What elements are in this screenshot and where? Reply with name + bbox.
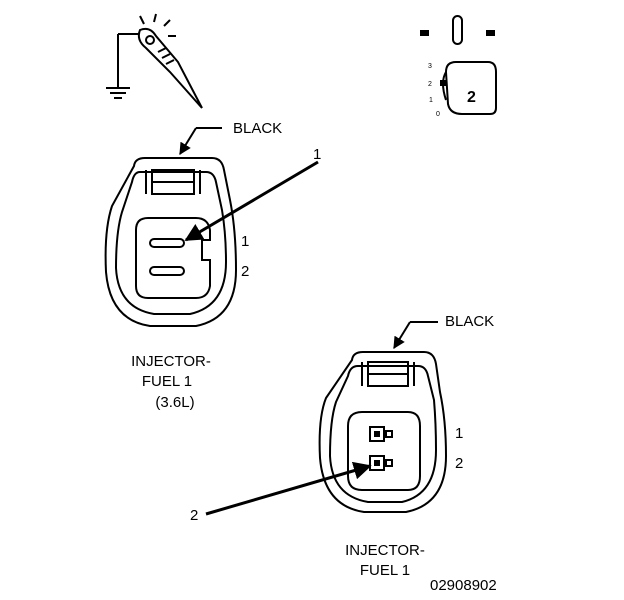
connector-b-name-line-2: FUEL 1: [359, 562, 411, 579]
connector-b-wire-leader: [393, 321, 438, 350]
connector-a-name-line-1: INJECTOR-: [131, 353, 211, 370]
callout-2-leader: [205, 461, 372, 516]
connector-b-pin-1: 1: [455, 425, 464, 442]
ignition-selected-position: 2: [467, 89, 476, 106]
ground-probe-icon: [106, 13, 203, 109]
connector-a-name-line-2: FUEL 1: [141, 373, 193, 390]
connector-b-wire-color: BLACK: [445, 313, 495, 330]
ignition-key-icon: [420, 15, 497, 115]
callout-1-leader: [184, 160, 319, 242]
connector-a-name-line-3: (3.6L): [155, 394, 195, 411]
connector-a-pin-1: 1: [241, 233, 250, 250]
ignition-position-3: 3: [428, 63, 432, 70]
ignition-position-0: 0: [436, 111, 440, 118]
test-probe-icon: [137, 13, 203, 109]
connector-b-name-line-1: INJECTOR-: [345, 542, 425, 559]
connector-b-pin-2: 2: [455, 455, 464, 472]
connector-a-wire-leader: [179, 127, 222, 156]
callout-1-label: 1: [313, 146, 322, 163]
connector-a-wire-color: BLACK: [233, 120, 283, 137]
ignition-position-1: 1: [429, 97, 433, 104]
connector-b-body: [318, 351, 448, 513]
connector-a-pin-2: 2: [241, 263, 250, 280]
figure-id: 02908902: [430, 577, 497, 594]
callout-2-label: 2: [190, 507, 199, 524]
ignition-position-2: 2: [428, 81, 432, 88]
connector-a-body: [104, 157, 238, 327]
